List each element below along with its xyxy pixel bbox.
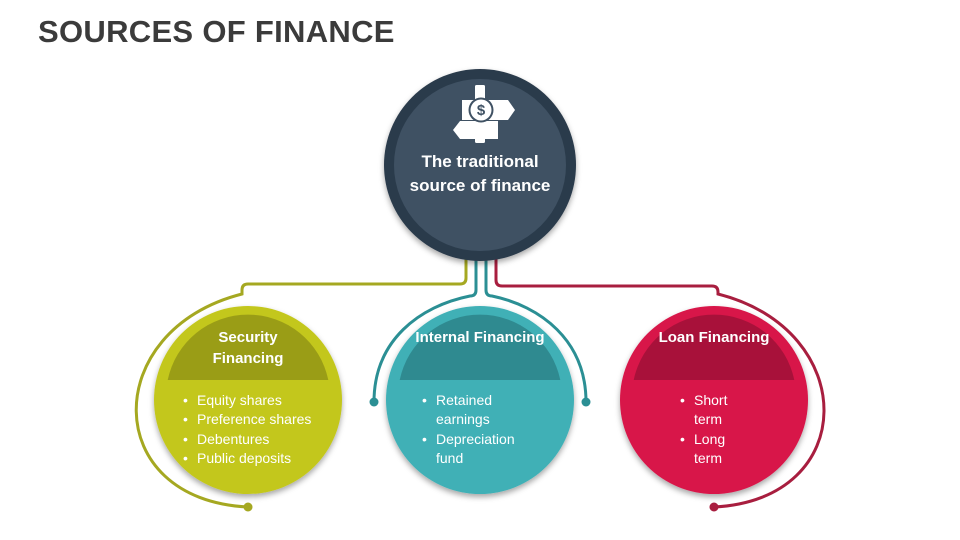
loan-financing-list: Short term Long term: [679, 391, 737, 468]
signpost-dollar-icon: $: [453, 85, 515, 143]
svg-text:$: $: [477, 102, 486, 119]
list-item: Equity shares: [182, 391, 311, 411]
connector-internal-right: [484, 248, 588, 403]
list-item: Public deposits: [182, 449, 311, 469]
center-node-label: The traditional source of finance: [409, 152, 551, 195]
list-item: Long term: [679, 430, 737, 469]
list-item: Short term: [679, 391, 737, 430]
list-item: Preference shares: [182, 410, 311, 430]
list-item: Retained earnings: [421, 391, 531, 430]
internal-financing-list: Retained earnings Depreciation fund: [421, 391, 531, 468]
security-financing-list: Equity shares Preference shares Debentur…: [182, 391, 311, 468]
connector-loan: [494, 248, 826, 509]
internal-header-band: [399, 314, 561, 380]
security-header-band: [167, 314, 329, 380]
loan-header-band: [633, 314, 795, 380]
center-node: [394, 79, 566, 251]
list-item: Depreciation fund: [421, 430, 531, 469]
list-item: Debentures: [182, 430, 311, 450]
connector-internal-left-dot: [369, 397, 379, 407]
connector-internal-right-dot: [581, 397, 591, 407]
loan-financing-title: Loan Financing: [658, 329, 770, 346]
connector-security: [134, 248, 468, 509]
internal-financing-title: Internal Financing: [415, 329, 545, 346]
security-financing-title: Security Financing: [212, 329, 284, 367]
connector-security-dot: [243, 502, 253, 512]
connector-internal: [372, 248, 478, 403]
connector-loan-dot: [709, 502, 719, 512]
page-title: SOURCES OF FINANCE: [38, 14, 395, 49]
